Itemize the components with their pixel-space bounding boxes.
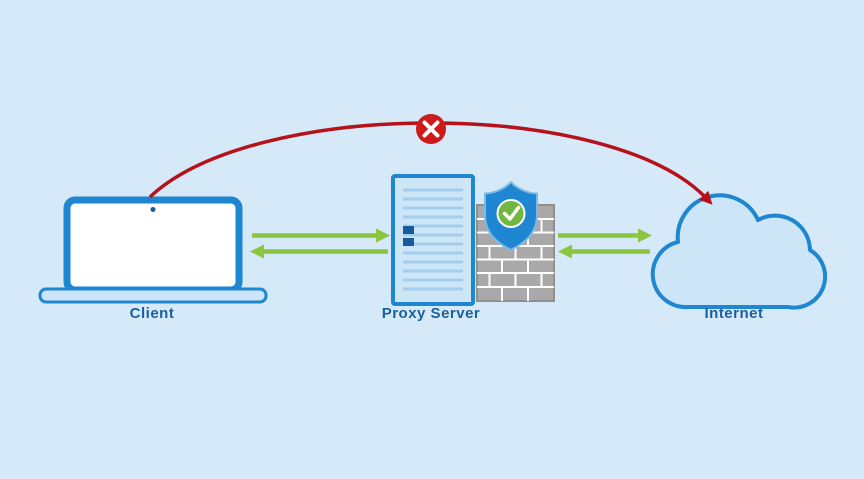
- check-circle: [496, 199, 526, 228]
- server-led-chip: [403, 238, 414, 246]
- client-proxy-request-arrow: [252, 228, 390, 243]
- check-mark: [502, 205, 521, 221]
- proxy-internet-request-arrow: [558, 228, 652, 243]
- laptop-icon: [38, 196, 268, 304]
- arrow-head: [638, 228, 652, 243]
- laptop-camera-dot: [150, 207, 156, 212]
- server-led-chip: [403, 226, 414, 234]
- internet-label: Internet: [704, 305, 763, 322]
- server-slots: [403, 188, 463, 291]
- proxy-server-node: Proxy Server: [382, 174, 555, 322]
- x-mark: [422, 120, 440, 138]
- blocked-x-icon: [416, 114, 446, 144]
- arrow-head: [558, 244, 572, 259]
- client-label: Client: [130, 305, 175, 322]
- internet-node: Internet: [650, 193, 828, 322]
- proxy-server-label: Proxy Server: [382, 305, 481, 322]
- shield-check-icon: [484, 181, 538, 251]
- server-icon: [391, 174, 475, 306]
- client-node: Client: [38, 196, 268, 322]
- laptop-base: [38, 287, 268, 304]
- proxy-client-response-arrow: [250, 244, 388, 259]
- arrow-head: [250, 244, 264, 259]
- blocked-arrow-head: [698, 190, 713, 205]
- cloud-icon: [650, 193, 828, 310]
- laptop-screen: [63, 196, 243, 294]
- arrow-head: [376, 228, 390, 243]
- internet-proxy-response-arrow: [558, 244, 650, 259]
